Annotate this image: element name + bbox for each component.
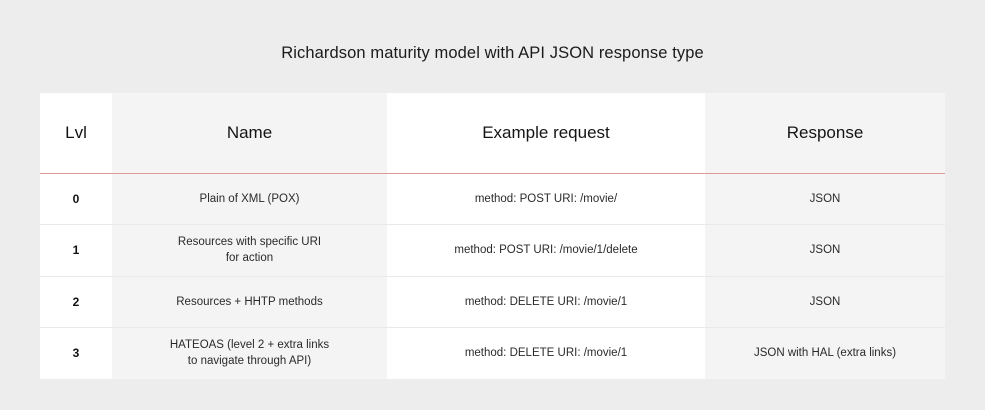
cell-name: Resources + HHTP methods bbox=[112, 276, 387, 328]
cell-lvl: 3 bbox=[40, 327, 112, 379]
cell-request: method: POST URI: /movie/ bbox=[387, 173, 705, 225]
cell-lvl: 0 bbox=[40, 173, 112, 225]
table-row: 3 HATEOAS (level 2 + extra links to navi… bbox=[40, 327, 945, 379]
cell-name-line: to navigate through API) bbox=[187, 355, 312, 368]
column-header-name: Name bbox=[112, 93, 387, 173]
cell-request: method: POST URI: /movie/1/delete bbox=[387, 224, 705, 277]
column-header-lvl: Lvl bbox=[40, 93, 112, 173]
column-header-example-request: Example request bbox=[387, 93, 705, 173]
column-header-response: Response bbox=[705, 93, 945, 173]
page-title: Richardson maturity model with API JSON … bbox=[281, 44, 704, 62]
cell-response: JSON bbox=[705, 173, 945, 225]
cell-name-line: Resources with specific URI bbox=[177, 236, 322, 248]
table-header-row: Lvl Name Example request Response bbox=[40, 93, 945, 173]
cell-name: HATEOAS (level 2 + extra links to naviga… bbox=[112, 327, 387, 379]
cell-name: Plain of XML (POX) bbox=[112, 173, 387, 225]
table-row: 2 Resources + HHTP methods method: DELET… bbox=[40, 276, 945, 328]
cell-name-line: Plain of XML (POX) bbox=[199, 192, 300, 205]
cell-response: JSON bbox=[705, 224, 945, 277]
cell-name-line: HATEOAS (level 2 + extra links bbox=[169, 339, 330, 352]
cell-name: Resources with specific URI for action bbox=[112, 224, 387, 277]
table-body: 0 Plain of XML (POX) method: POST URI: /… bbox=[40, 173, 945, 379]
cell-request: method: DELETE URI: /movie/1 bbox=[387, 327, 705, 379]
cell-response: JSON bbox=[705, 276, 945, 328]
cell-name-line: Resources + HHTP methods bbox=[176, 295, 323, 308]
table-header: Lvl Name Example request Response bbox=[40, 93, 945, 173]
richardson-maturity-table: Lvl Name Example request Response 0 Plai… bbox=[40, 93, 945, 379]
cell-request: method: DELETE URI: /movie/1 bbox=[387, 276, 705, 328]
cell-name-line: for action bbox=[225, 252, 274, 264]
table-row: 0 Plain of XML (POX) method: POST URI: /… bbox=[40, 173, 945, 225]
cell-response: JSON with HAL (extra links) bbox=[705, 327, 945, 379]
cell-lvl: 1 bbox=[40, 224, 112, 277]
table-row: 1 Resources with specific URI for action… bbox=[40, 224, 945, 277]
cell-lvl: 2 bbox=[40, 276, 112, 328]
